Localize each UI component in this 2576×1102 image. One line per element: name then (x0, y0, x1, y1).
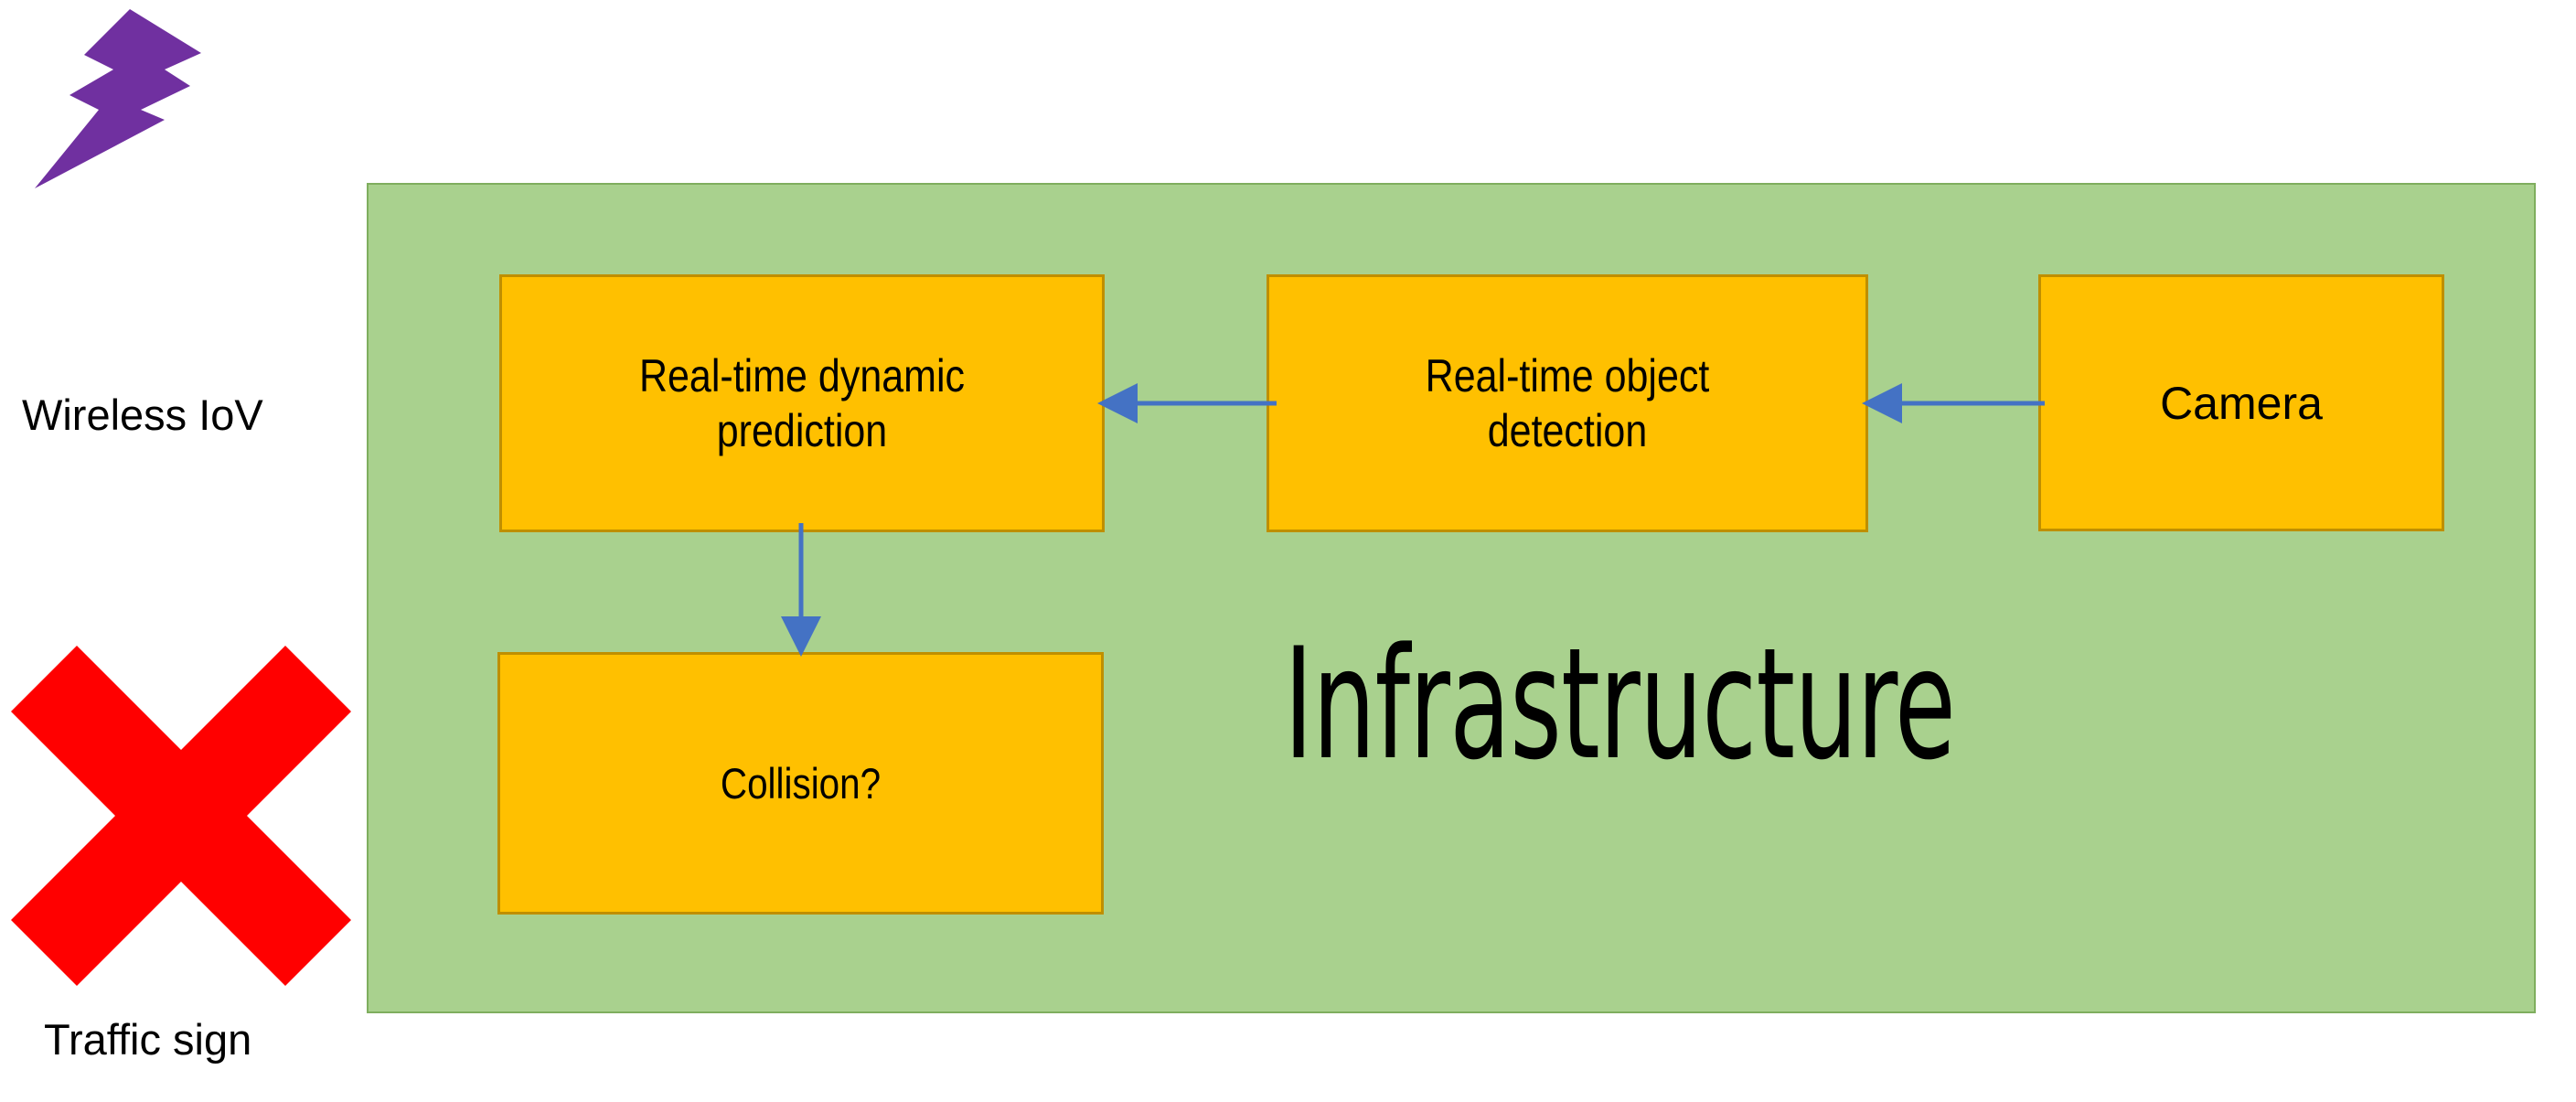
lightning-bolt-icon (35, 9, 201, 188)
box-collision-label: Collision? (720, 758, 882, 808)
box-real-time-object-detection[interactable]: Real-time object detection (1267, 274, 1868, 532)
box-collision[interactable]: Collision? (497, 652, 1104, 915)
arrow-detection-to-prediction-icon (1097, 383, 1277, 423)
infrastructure-title: Infrastructure (1284, 615, 1956, 794)
traffic-sign-label: Traffic sign (44, 1015, 252, 1064)
box-real-time-dynamic-prediction[interactable]: Real-time dynamic prediction (499, 274, 1105, 532)
arrow-prediction-to-collision-icon (781, 523, 821, 657)
red-cross-icon (11, 646, 351, 986)
box-camera[interactable]: Camera (2038, 274, 2444, 531)
wireless-iov-label: Wireless IoV (22, 391, 263, 439)
box-prediction-label: Real-time dynamic prediction (638, 350, 966, 456)
box-detection-label: Real-time object detection (1425, 350, 1710, 456)
arrow-camera-to-detection-icon (1862, 383, 2045, 423)
box-camera-label: Camera (2160, 377, 2323, 429)
